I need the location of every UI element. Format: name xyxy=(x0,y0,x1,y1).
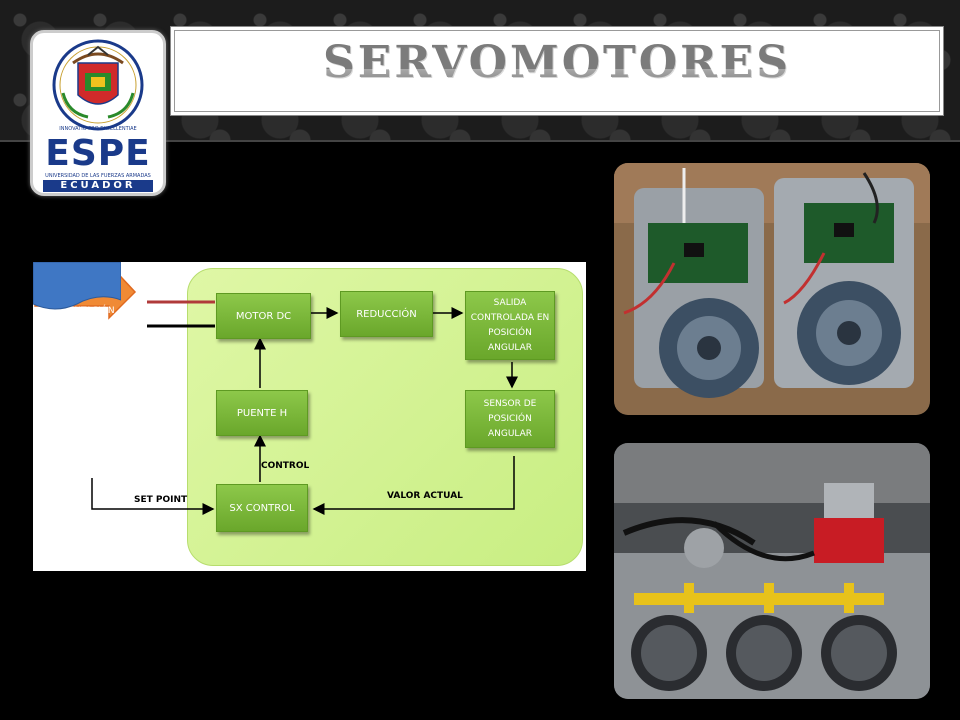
sensor-box: SENSOR DE POSICIÓN ANGULAR xyxy=(465,390,555,448)
title-box: SERVOMOTORES xyxy=(174,30,940,112)
diagram-connectors xyxy=(91,300,518,515)
power-label: ALIMENTACIÓN xyxy=(47,306,115,316)
engine-installation-photo xyxy=(614,443,930,699)
servomotors-photo xyxy=(614,163,930,415)
espe-logo: INNOVATIO PRO EXCELLENTIAE ESPE UNIVERSI… xyxy=(30,30,166,196)
slide-title: SERVOMOTORES xyxy=(175,37,939,88)
logo-motto: INNOVATIO PRO EXCELLENTIAE xyxy=(59,126,137,132)
control-edge-label: CONTROL xyxy=(261,461,310,471)
logo-wordmark: ESPE xyxy=(45,133,151,174)
valor-actual-label: VALOR ACTUAL xyxy=(387,491,463,501)
reduccion-box: REDUCCIÓN xyxy=(340,291,433,337)
pwm-signal-shape xyxy=(33,262,121,310)
servo-block-diagram: ALIMENTACIÓN SEÑAL PWM MOTOR DC REDUCCIÓ… xyxy=(33,262,586,571)
sx-control-box: SX CONTROL xyxy=(216,484,308,532)
crest-icon xyxy=(52,39,144,131)
logo-university: UNIVERSIDAD DE LAS FUERZAS ARMADAS xyxy=(45,173,151,179)
set-point-label: SET POINT xyxy=(134,495,188,505)
puente-h-box: PUENTE H xyxy=(216,390,308,436)
logo-country: ECUADOR xyxy=(43,180,153,192)
salida-box: SALIDA CONTROLADA EN POSICIÓN ANGULAR xyxy=(465,291,555,360)
motor-dc-box: MOTOR DC xyxy=(216,293,311,339)
pwm-label: SEÑAL PWM xyxy=(55,443,116,454)
